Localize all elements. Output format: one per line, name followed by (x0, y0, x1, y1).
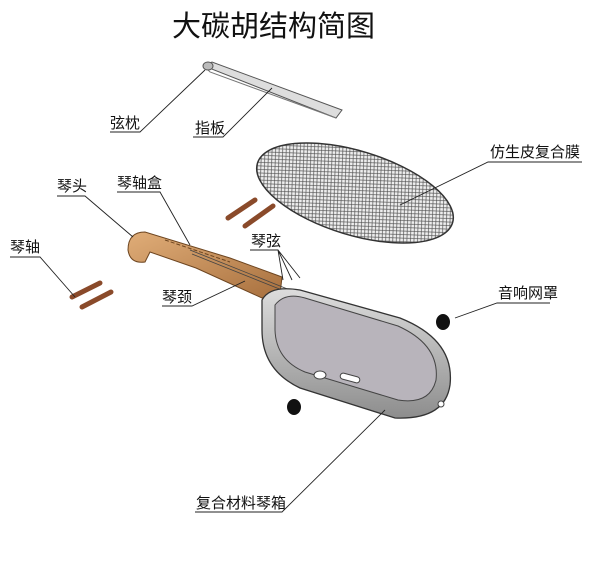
pegs-upper (225, 197, 276, 229)
leader-lines (10, 69, 582, 513)
label-sound-grille: 音响网罩 (498, 284, 558, 302)
label-body: 复合材料琴箱 (196, 494, 286, 512)
label-head: 琴头 (57, 177, 87, 195)
body-part (261, 288, 452, 419)
sound-grille-right (436, 314, 450, 330)
label-pegs: 琴轴 (10, 238, 40, 256)
membrane-part (255, 142, 455, 244)
label-strings: 琴弦 (251, 232, 281, 250)
sound-grille-left (287, 399, 301, 415)
label-peg-box: 琴轴盒 (117, 174, 162, 192)
label-neck: 琴颈 (162, 288, 192, 306)
label-fingerboard: 指板 (195, 119, 225, 137)
pegs-lower (69, 280, 114, 310)
fingerboard-part (202, 61, 343, 119)
diagram-title: 大碳胡结构简图 (172, 9, 375, 43)
label-membrane: 仿生皮复合膜 (490, 143, 580, 161)
nut-part (202, 61, 214, 71)
label-nut: 弦枕 (110, 114, 140, 132)
